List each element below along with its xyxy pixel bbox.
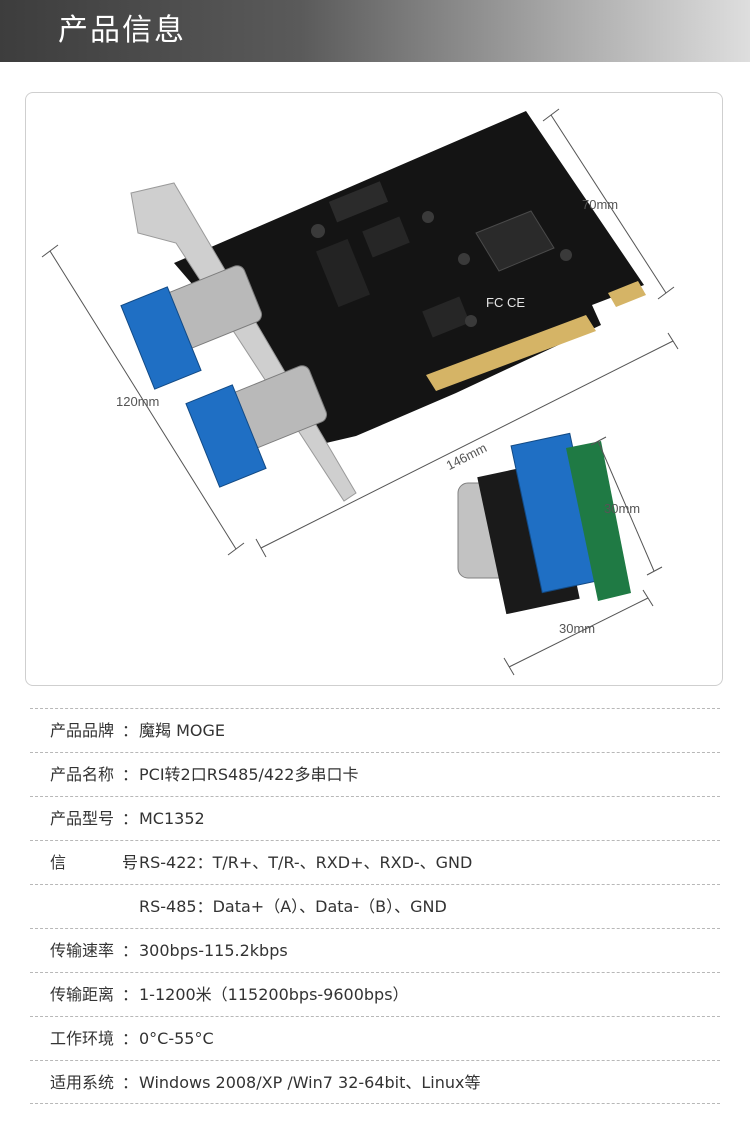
dim-line-30mm-tick — [590, 436, 607, 446]
spec-row-os: 适用系统 ： Windows 2008/XP /Win7 32-64bit、Li… — [30, 1060, 720, 1104]
dim-line-70mm — [550, 114, 667, 294]
terminal-block-bottom — [185, 384, 267, 488]
fcc-marking: FC CE — [486, 295, 525, 310]
component-block — [422, 296, 470, 338]
gold-fingers-left — [426, 315, 596, 391]
dim-line-120mm-tick — [41, 244, 59, 258]
dim-line-30mm-tick — [646, 566, 663, 576]
capacitor — [311, 224, 325, 238]
spec-colon: ： — [122, 1029, 139, 1048]
dim-label-terminal-height: 30mm — [604, 501, 640, 516]
spec-value: MC1352 — [139, 809, 205, 828]
spec-row-brand: 产品品牌 ： 魔羯 MOGE — [30, 708, 720, 752]
spec-label: 产品型号 — [50, 809, 115, 828]
spec-value: Windows 2008/XP /Win7 32-64bit、Linux等 — [139, 1073, 481, 1092]
terminal-block-top — [120, 286, 202, 390]
capacitor — [560, 249, 572, 261]
spec-colon: ： — [122, 765, 139, 784]
spec-value: RS-422：T/R+、T/R-、RXD+、RXD-、GND — [139, 853, 473, 872]
spec-colon: ： — [122, 941, 139, 960]
dim-label-terminal-width: 30mm — [559, 621, 595, 636]
spec-value: 魔羯 MOGE — [139, 721, 225, 740]
spec-row-name: 产品名称 ： PCI转2口RS485/422多串口卡 — [30, 752, 720, 796]
adapter-pcb — [566, 441, 631, 601]
spec-value: RS-485：Data+（A）、Data-（B）、GND — [139, 897, 447, 916]
spec-table: 产品品牌 ： 魔羯 MOGE 产品名称 ： PCI转2口RS485/422多串口… — [30, 708, 720, 1104]
dim-label-bracket-height: 120mm — [116, 394, 159, 409]
dim-line-30mm-tick — [642, 589, 654, 607]
spec-row-distance: 传输距离 ： 1-1200米（115200bps-9600bps） — [30, 972, 720, 1016]
product-image-panel: FC CE 70mm 146mm 120mm 30mm — [25, 92, 723, 686]
spec-row-signal-rs485: RS-485：Data+（A）、Data-（B）、GND — [30, 884, 720, 928]
spec-label: 产品品牌 — [50, 721, 115, 740]
spec-label: 传输速率 — [50, 941, 115, 960]
dim-line-146mm-tick — [255, 538, 267, 558]
spec-row-model: 产品型号 ： MC1352 — [30, 796, 720, 840]
spec-row-env: 工作环境 ： 0°C-55°C — [30, 1016, 720, 1060]
spec-colon: ： — [122, 1073, 139, 1092]
capacitor — [458, 253, 470, 265]
spec-row-speed: 传输速率 ： 300bps-115.2kbps — [30, 928, 720, 972]
spec-label: 传输距离 — [50, 985, 115, 1004]
spec-label-left: 信 — [50, 853, 67, 872]
header-bar: 产品信息 — [0, 0, 750, 62]
component-block — [362, 216, 410, 258]
gold-fingers-right — [608, 281, 646, 307]
dim-line-30mm-vertical — [597, 440, 655, 572]
controller-chip — [475, 210, 555, 272]
dim-line-120mm — [49, 250, 237, 550]
spec-value: 300bps-115.2kbps — [139, 941, 288, 960]
capacitor — [465, 315, 477, 327]
dim-line-30mm-tick — [503, 657, 515, 676]
spec-label: 产品名称 — [50, 765, 115, 784]
dim-line-70mm-tick — [657, 286, 675, 300]
dim-line-146mm-tick — [667, 332, 679, 350]
spec-colon: ： — [122, 985, 139, 1004]
spec-value: 1-1200米（115200bps-9600bps） — [139, 985, 409, 1004]
page-title: 产品信息 — [58, 13, 186, 48]
capacitor — [422, 211, 434, 223]
spec-value: PCI转2口RS485/422多串口卡 — [139, 765, 359, 784]
spec-value: 0°C-55°C — [139, 1029, 214, 1048]
spec-colon: ： — [122, 809, 139, 828]
dim-line-146mm — [260, 340, 674, 549]
component-block — [328, 181, 389, 223]
spec-label-right: 号 — [121, 853, 138, 872]
dim-line-120mm-tick — [227, 542, 245, 556]
spec-label: 工作环境 — [50, 1029, 115, 1048]
pcb-board — [174, 111, 644, 443]
spec-label: 适用系统 — [50, 1073, 115, 1092]
spec-label: 信 号 — [50, 841, 138, 885]
dim-line-70mm-tick — [542, 108, 560, 122]
spec-row-signal-rs422: 信 号 ： RS-422：T/R+、T/R-、RXD+、RXD-、GND — [30, 840, 720, 884]
product-illustration: FC CE 70mm 146mm 120mm 30mm — [41, 108, 679, 676]
dim-label-card-height: 70mm — [582, 197, 618, 212]
dim-line-30mm-horizontal — [508, 597, 649, 668]
spec-colon: ： — [122, 853, 139, 872]
component-block — [315, 238, 371, 308]
spec-colon: ： — [122, 721, 139, 740]
